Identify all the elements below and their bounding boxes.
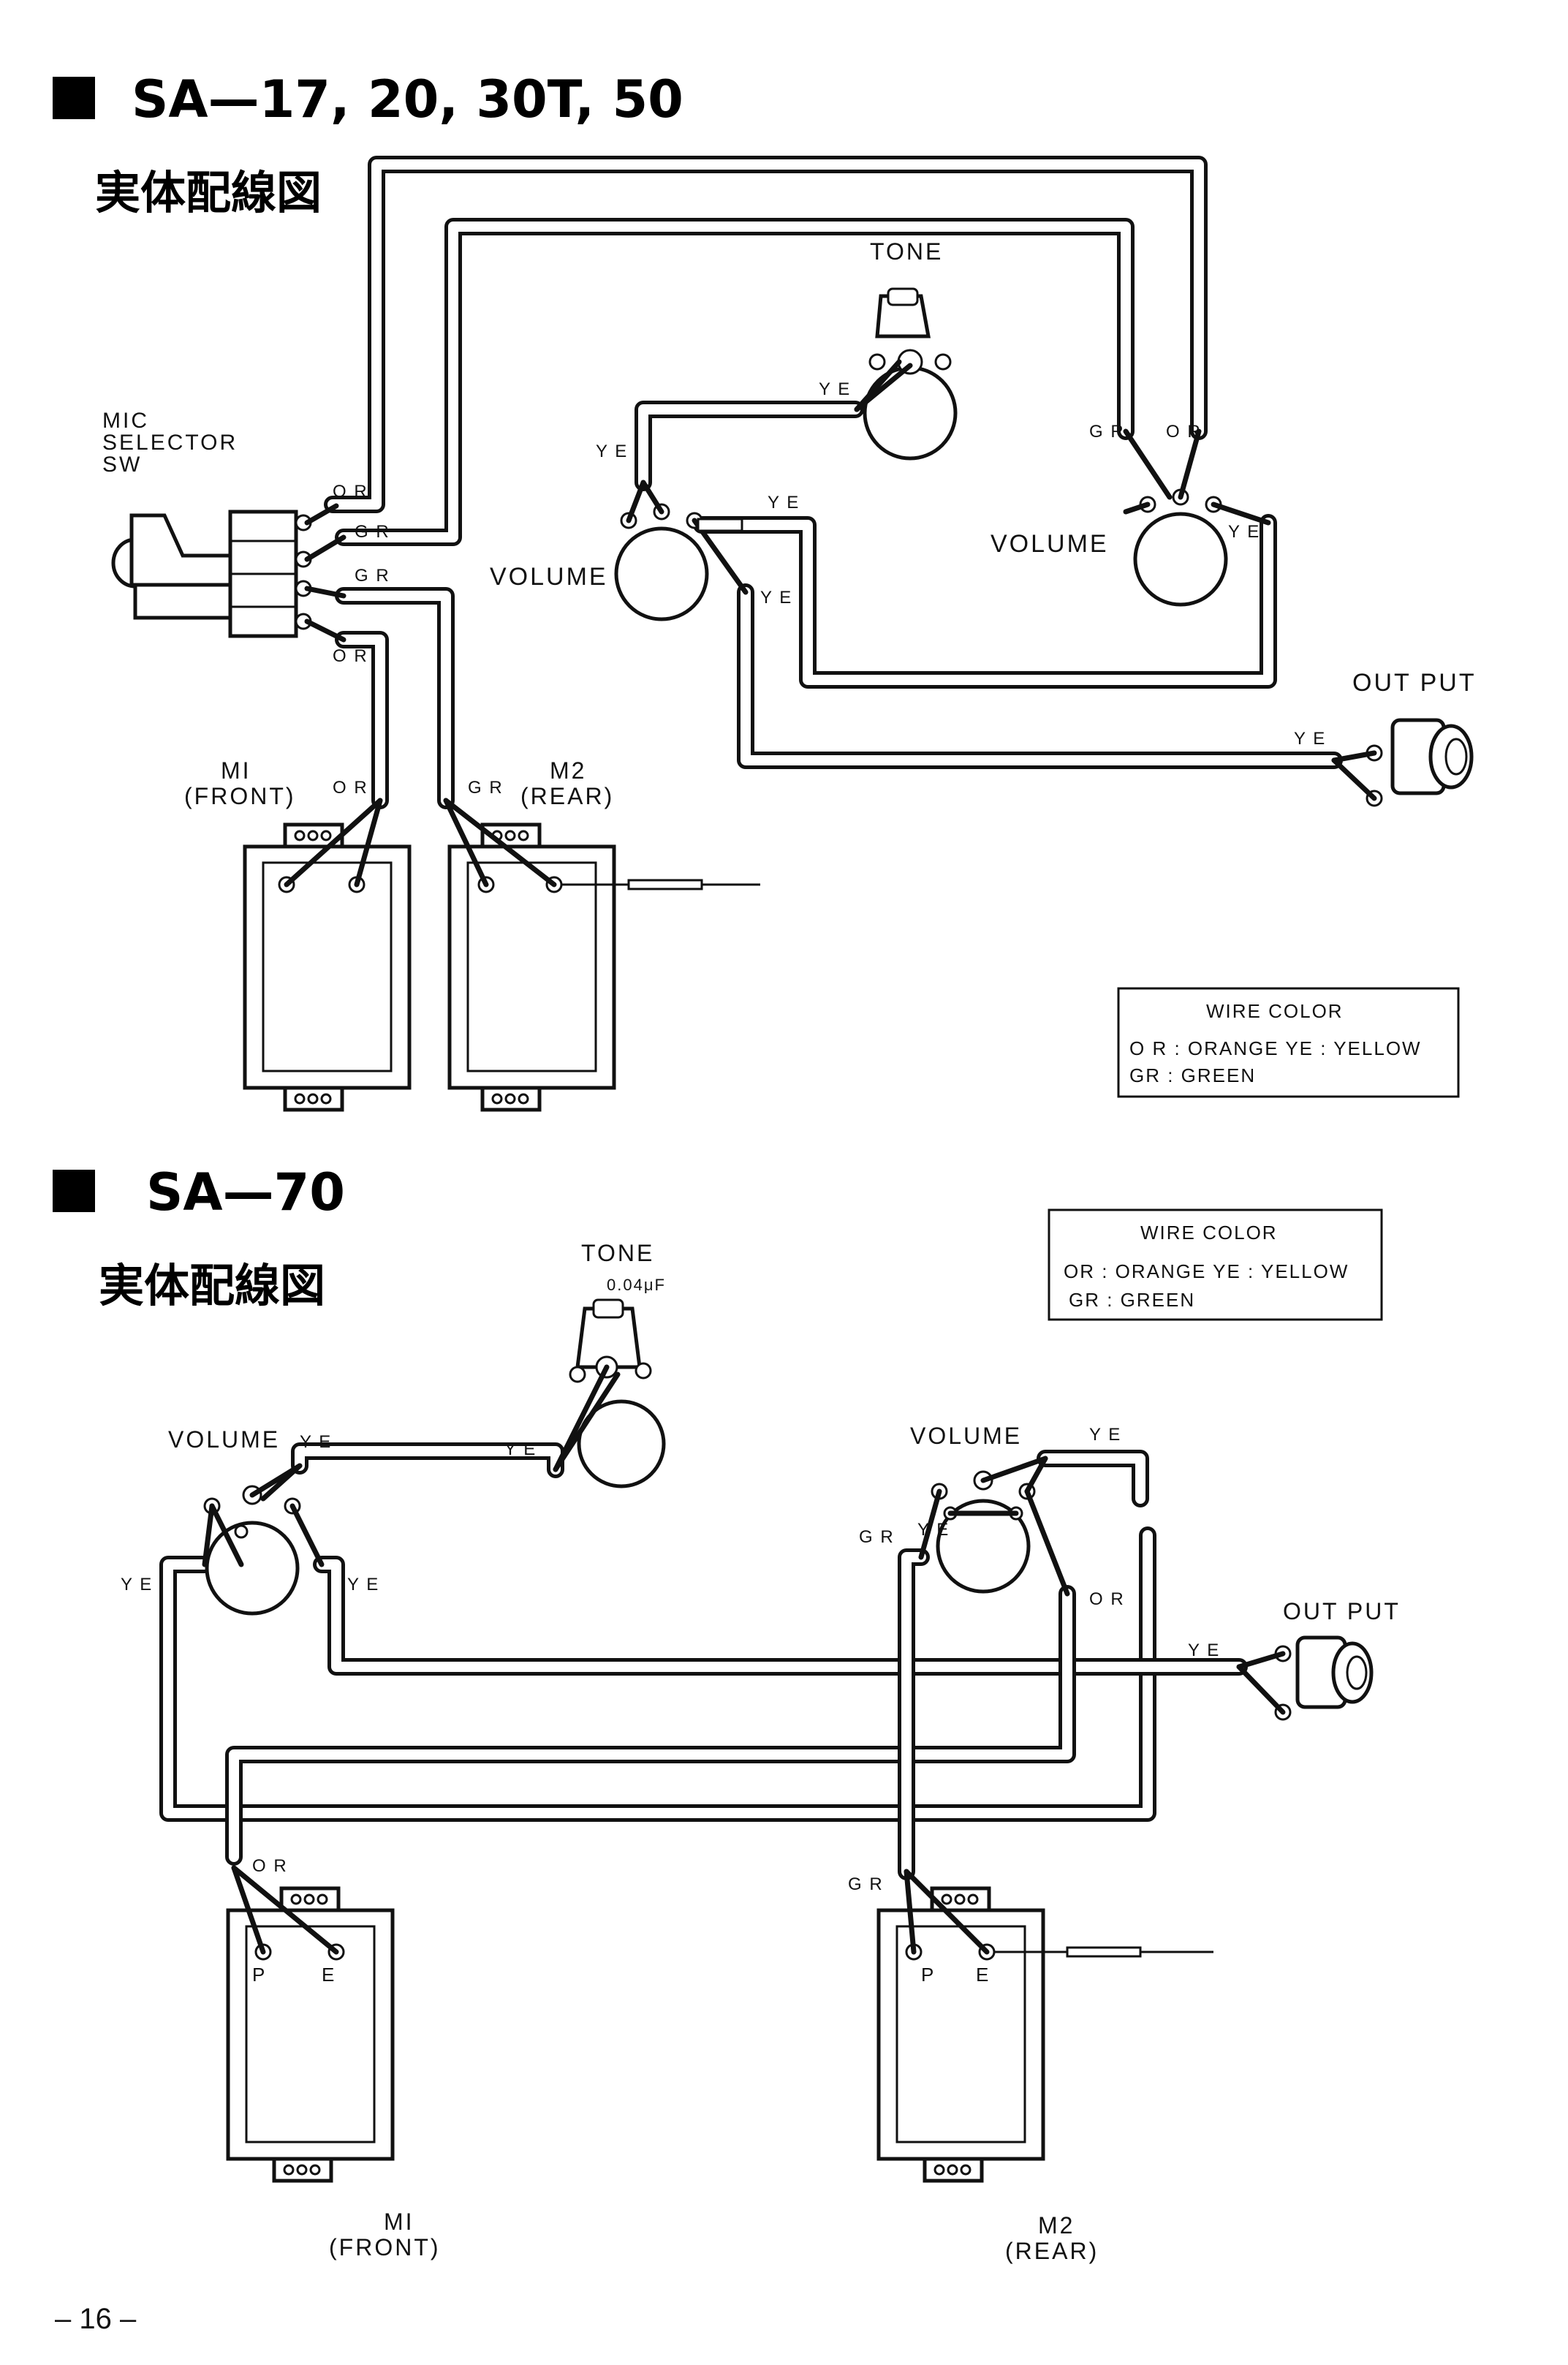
mic-selector-label-line2: SELECTOR xyxy=(102,431,238,455)
m2-label-line1: M2 xyxy=(550,757,586,784)
m2-terminal-e: E xyxy=(976,1964,990,1986)
output-jack xyxy=(1331,718,1474,807)
m1-terminal-e: E xyxy=(322,1964,336,1986)
section-subtitle: 実体配線図 xyxy=(95,166,322,219)
volume-right-label: VOLUME xyxy=(910,1423,1022,1449)
m2-label-line1: M2 xyxy=(1038,2212,1075,2239)
wire-code-or-2: O R xyxy=(333,646,368,666)
wire-code-gr-1: G R xyxy=(859,1527,895,1547)
tone-label: TONE xyxy=(870,238,943,265)
legend-line2: GR : GREEN xyxy=(1069,1289,1195,1311)
pickup-m1-front xyxy=(243,798,412,1112)
m1-label-line1: MI xyxy=(384,2209,414,2235)
wire-code-or-1: O R xyxy=(333,482,368,502)
mic-selector-label-line3: SW xyxy=(102,453,142,477)
wire-code-gr-2: G R xyxy=(355,566,390,586)
pickup-m2-rear xyxy=(876,1869,1213,2183)
m2-label-line2: (REAR) xyxy=(520,783,614,809)
section-title: SA—70 xyxy=(146,1162,345,1222)
output-jack xyxy=(1236,1635,1374,1721)
legend-title: WIRE COLOR xyxy=(1206,1000,1344,1022)
wire-code-ye-7: Y E xyxy=(1188,1641,1220,1660)
wire-code-ye-2: Y E xyxy=(596,442,628,461)
wire-code-or-2: O R xyxy=(252,1856,288,1876)
wire-code-ye-3: Y E xyxy=(768,493,800,512)
wire-code-ye-2: Y E xyxy=(504,1439,537,1459)
output-label: OUT PUT xyxy=(1283,1598,1401,1624)
wire-code-or-1: O R xyxy=(1089,1589,1125,1609)
mic-selector-label-line1: MIC xyxy=(102,409,149,433)
volume-right-label: VOLUME xyxy=(991,530,1109,558)
m2-label-line2: (REAR) xyxy=(1005,2238,1099,2264)
page-number: – 16 – xyxy=(55,2303,137,2335)
legend-line1: O R : ORANGE YE : YELLOW xyxy=(1129,1037,1422,1059)
wire-code-or-4: O R xyxy=(1166,422,1202,442)
volume-right-potentiometer xyxy=(918,1456,1070,1597)
wire-code-ye-1: Y E xyxy=(819,379,851,399)
section-subtitle: 実体配線図 xyxy=(99,1259,325,1312)
volume-left-label: VOLUME xyxy=(490,563,608,591)
wire-code-gr-2: G R xyxy=(848,1874,884,1894)
wire-code-ye-6: Y E xyxy=(917,1520,950,1540)
wire-code-ye-5: Y E xyxy=(1089,1425,1121,1445)
wire-code-ye-4: Y E xyxy=(347,1575,379,1594)
volume-left-label: VOLUME xyxy=(168,1426,280,1453)
wire-code-ye-1: Y E xyxy=(300,1432,332,1452)
m2-terminal-p: P xyxy=(921,1964,935,1986)
wire-code-ye-5: Y E xyxy=(1228,522,1260,542)
wire-code-gr-1: G R xyxy=(355,522,390,542)
section-marker-square xyxy=(53,77,95,119)
tone-cap-value: 0.04μF xyxy=(607,1276,666,1294)
wire-cables xyxy=(324,156,1343,809)
tone-potentiometer xyxy=(854,287,958,461)
wire-code-or-3: O R xyxy=(333,778,368,798)
m1-label-line1: MI xyxy=(221,757,251,784)
wire-code-ye-4: Y E xyxy=(760,588,792,608)
m1-label-line2: (FRONT) xyxy=(184,783,296,809)
diagram-labels: MIC SELECTOR SW TONE VOLUME VOLUME OUT P… xyxy=(102,238,1477,809)
legend-title: WIRE COLOR xyxy=(1140,1222,1278,1244)
section-title: SA—17, 20, 30T, 50 xyxy=(132,69,683,129)
tone-label: TONE xyxy=(581,1240,654,1266)
volume-right-potentiometer xyxy=(1123,428,1271,607)
wire-cables xyxy=(159,1442,1248,1880)
wire-code-gr-3: G R xyxy=(468,778,504,798)
section-marker-square xyxy=(53,1170,95,1212)
legend-line1: OR : ORANGE YE : YELLOW xyxy=(1064,1260,1349,1282)
section-sa70-diagram: SA—70 実体配線図 xyxy=(53,1162,1401,2264)
section-sa17-diagram: SA—17, 20, 30T, 50 実体配線図 xyxy=(53,69,1477,1112)
pickup-m2-rear xyxy=(443,798,760,1112)
m1-label-line2: (FRONT) xyxy=(329,2234,441,2260)
diagram-labels: TONE 0.04μF VOLUME VOLUME OUT PUT MI (FR… xyxy=(121,1240,1401,2264)
m1-terminal-p: P xyxy=(252,1964,266,1986)
wire-color-legend: WIRE COLOR OR : ORANGE YE : YELLOW GR : … xyxy=(1048,1208,1383,1321)
volume-left-potentiometer xyxy=(202,1463,325,1616)
tone-potentiometer xyxy=(553,1298,666,1488)
legend-line2: GR : GREEN xyxy=(1129,1064,1256,1086)
wire-color-legend: WIRE COLOR O R : ORANGE YE : YELLOW GR :… xyxy=(1117,987,1460,1098)
mic-selector-switch xyxy=(111,503,346,643)
wire-code-ye-6: Y E xyxy=(1294,729,1326,749)
output-label: OUT PUT xyxy=(1352,669,1477,697)
volume-left-potentiometer xyxy=(614,480,749,621)
pickup-m1-front xyxy=(226,1865,395,2183)
wire-code-ye-3: Y E xyxy=(121,1575,153,1594)
wire-code-gr-4: G R xyxy=(1089,422,1125,442)
